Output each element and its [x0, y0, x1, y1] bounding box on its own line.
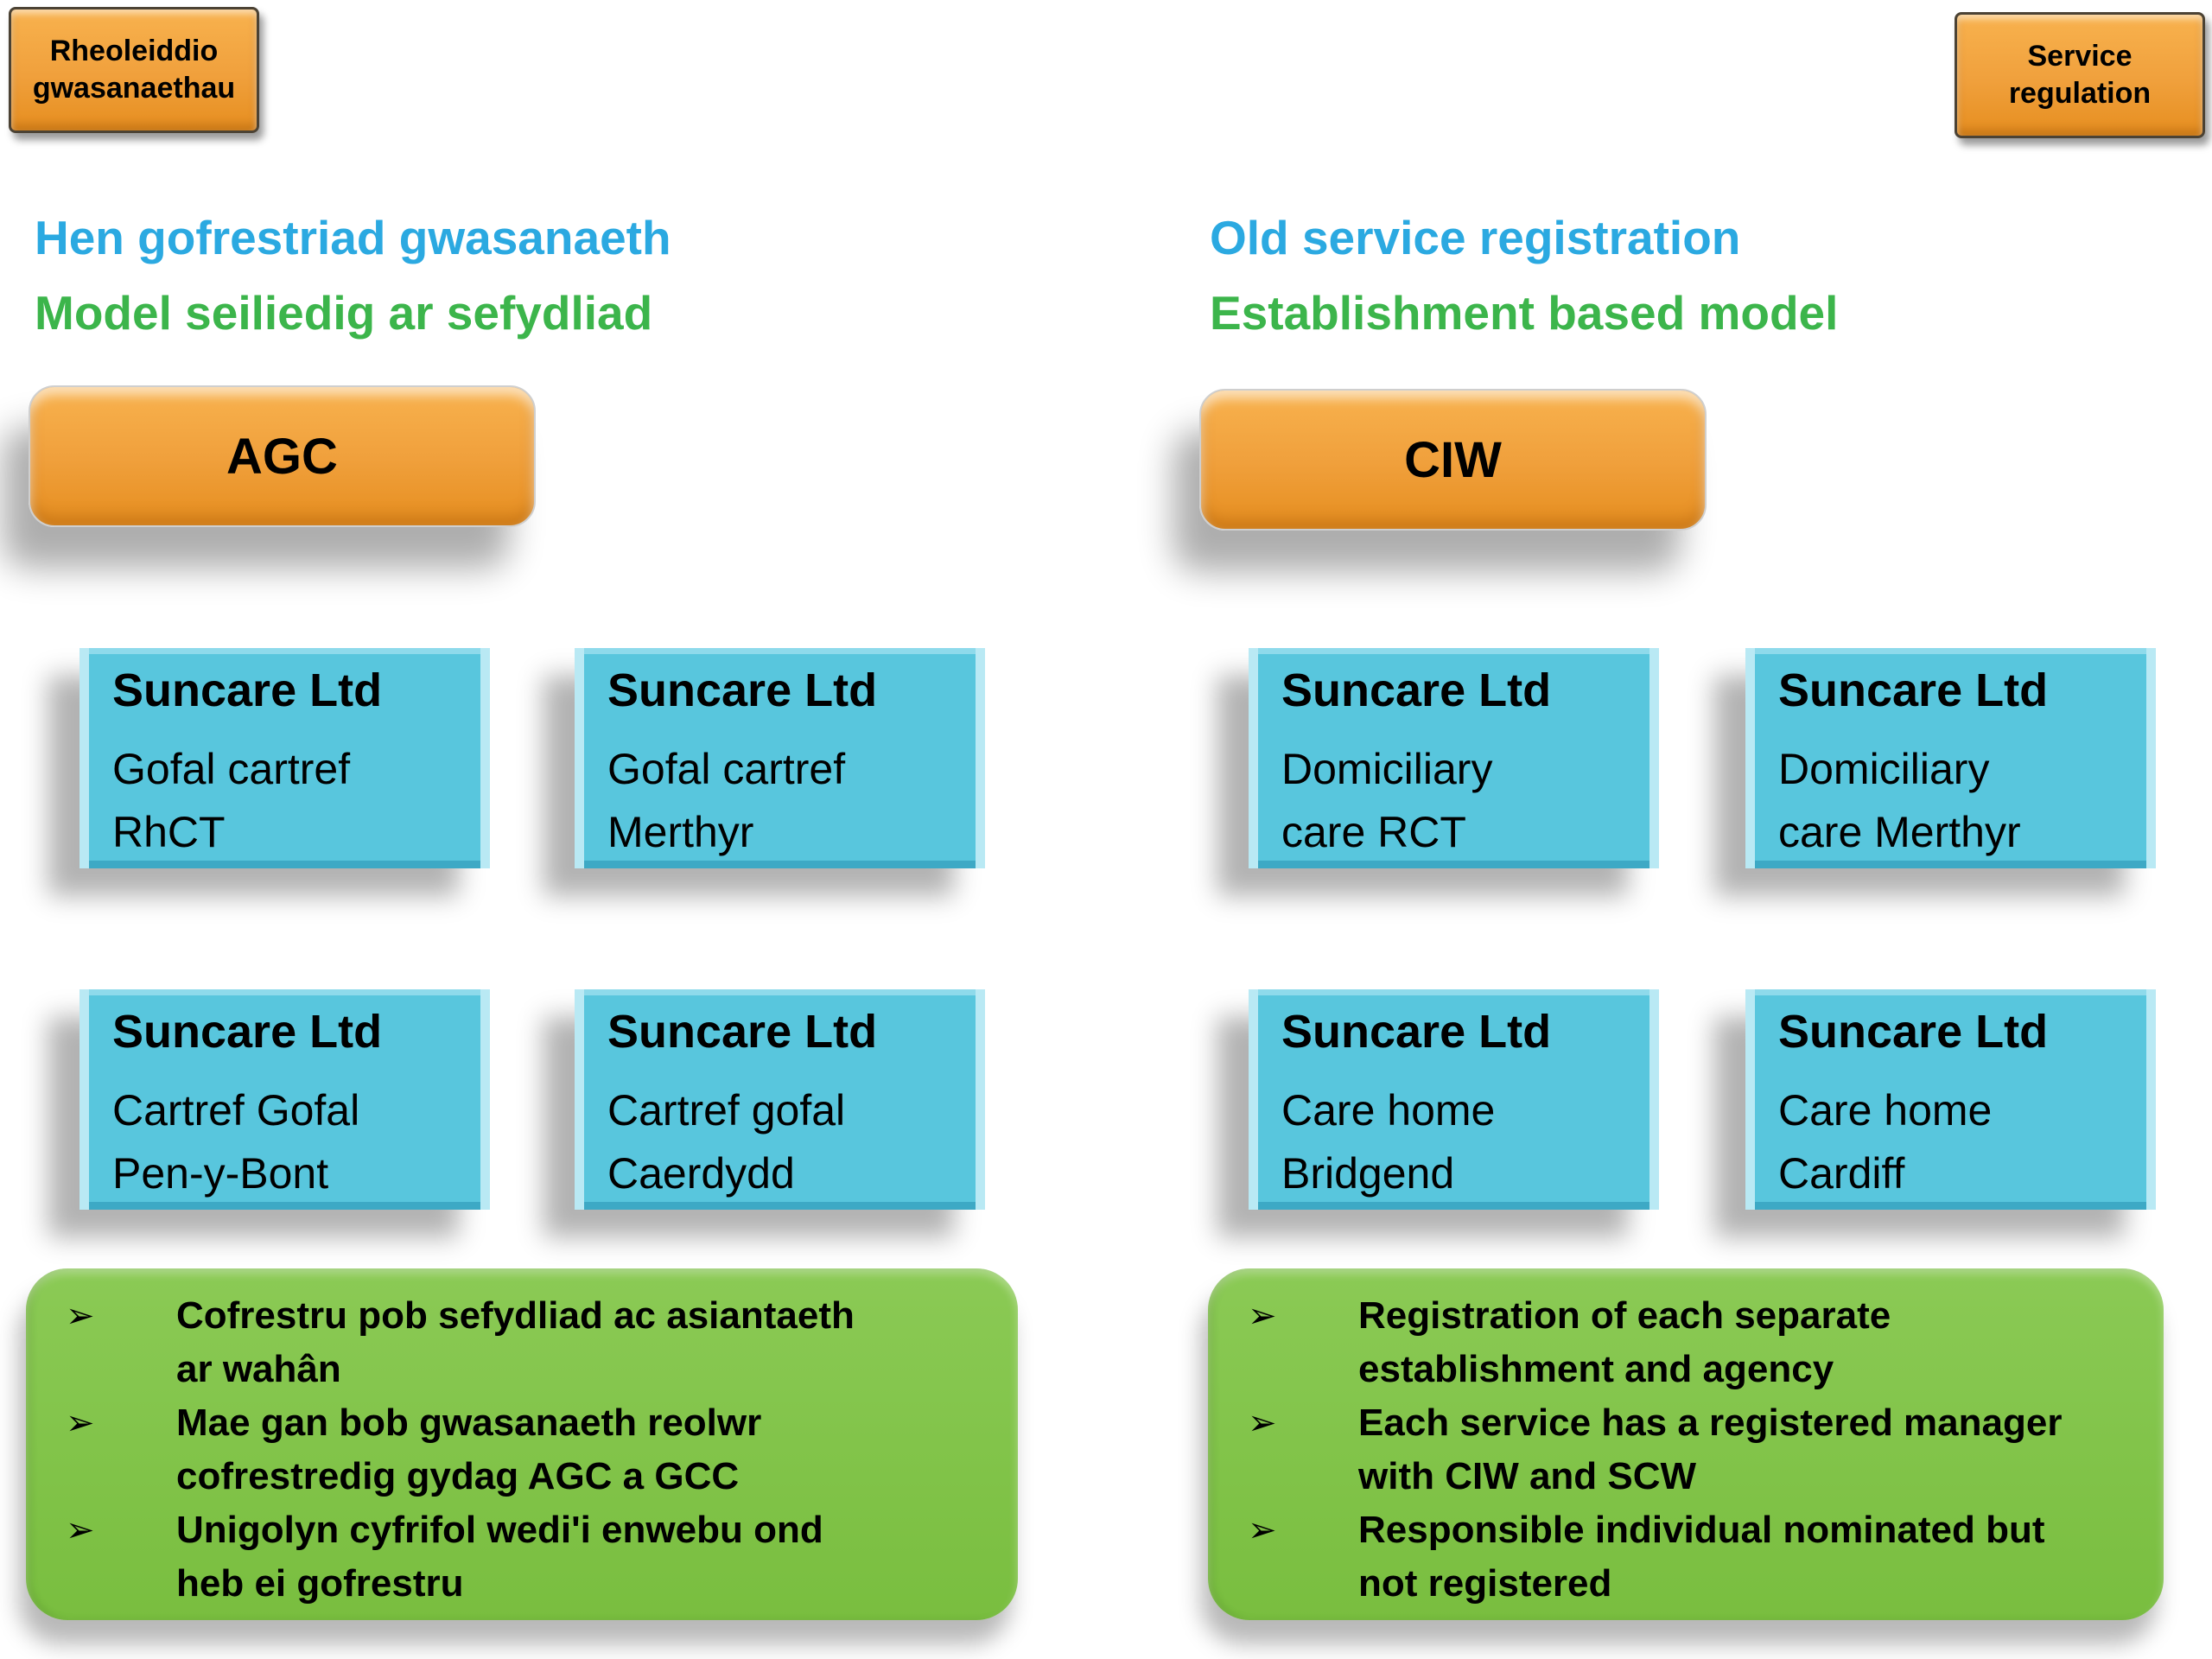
bullet-arrow-icon: ➢: [1248, 1296, 1277, 1336]
note-line: cofrestredig gydag AGC a GCC: [176, 1455, 740, 1497]
provider-box-title: Suncare Ltd: [112, 664, 383, 716]
left-column-heading: Hen gofrestriad gwasanaeth Model seilied…: [35, 200, 671, 351]
provider-box-line: care RCT: [1281, 808, 1466, 856]
regulator-pill-agc-label: AGC: [226, 428, 338, 485]
note-line: Cofrestru pob sefydliad ac asiantaeth: [176, 1294, 855, 1337]
note-text: Responsible individual nominated but not…: [1358, 1503, 2045, 1611]
note-line: heb ei gofrestru: [176, 1562, 464, 1605]
left-heading-old-registration: Hen gofrestriad gwasanaeth: [35, 211, 671, 264]
regulator-pill-ciw: CIW: [1199, 389, 1707, 531]
provider-box-line: Pen-y-Bont: [112, 1149, 329, 1198]
provider-box-line: Merthyr: [607, 808, 754, 856]
note-bullet: ➢ Unigolyn cyfrifol wedi'i enwebu ond he…: [66, 1503, 995, 1611]
regulator-pill-ciw-label: CIW: [1404, 431, 1502, 488]
bullet-arrow-icon: ➢: [66, 1510, 95, 1550]
provider-box-cartref-gofal-penybont: Suncare Ltd Cartref Gofal Pen-y-Bont: [79, 989, 490, 1210]
welsh-tag-line2: gwasanaethau: [32, 72, 236, 105]
note-line: Registration of each separate: [1358, 1294, 1891, 1337]
provider-box-line: Cardiff: [1778, 1149, 1905, 1198]
english-tag-badge: Service regulation: [1955, 12, 2205, 138]
provider-box-line: Gofal cartref: [112, 745, 351, 793]
provider-box-title: Suncare Ltd: [1778, 664, 2049, 716]
bullet-arrow-icon: ➢: [66, 1296, 95, 1336]
provider-box-title: Suncare Ltd: [1281, 1006, 1552, 1058]
left-notes-panel: ➢ Cofrestru pob sefydliad ac asiantaeth …: [26, 1268, 1018, 1620]
welsh-tag-line1: Rheoleiddio: [49, 35, 219, 67]
bullet-arrow-icon: ➢: [1248, 1403, 1277, 1443]
note-text: Cofrestru pob sefydliad ac asiantaeth ar…: [176, 1289, 855, 1396]
note-bullet: ➢ Registration of each separate establis…: [1248, 1289, 2141, 1396]
provider-box-care-home-cardiff: Suncare Ltd Care home Cardiff: [1745, 989, 2156, 1210]
provider-box-line: Care home: [1281, 1086, 1496, 1135]
left-heading-model: Model seiliedig ar sefydliad: [35, 286, 653, 340]
note-line: establishment and agency: [1358, 1348, 1834, 1390]
note-line: Unigolyn cyfrifol wedi'i enwebu ond: [176, 1509, 823, 1551]
provider-box-line: Cartref Gofal: [112, 1086, 360, 1135]
provider-box-line: Cartref gofal: [607, 1086, 846, 1135]
provider-box-domiciliary-rct: Suncare Ltd Domiciliary care RCT: [1249, 648, 1659, 868]
note-bullet: ➢ Each service has a registered manager …: [1248, 1396, 2141, 1503]
regulator-pill-agc: AGC: [29, 385, 536, 527]
right-heading-model: Establishment based model: [1210, 286, 1839, 340]
provider-box-line: Domiciliary: [1778, 745, 1990, 793]
note-bullet: ➢ Cofrestru pob sefydliad ac asiantaeth …: [66, 1289, 995, 1396]
provider-box-line: Caerdydd: [607, 1149, 795, 1198]
provider-box-line: Bridgend: [1281, 1149, 1455, 1198]
provider-box-gofal-cartref-merthyr: Suncare Ltd Gofal cartref Merthyr: [575, 648, 985, 868]
provider-box-line: care Merthyr: [1778, 808, 2021, 856]
welsh-tag-badge: Rheoleiddio gwasanaethau: [9, 7, 259, 133]
provider-box-cartref-gofal-caerdydd: Suncare Ltd Cartref gofal Caerdydd: [575, 989, 985, 1210]
provider-box-title: Suncare Ltd: [607, 664, 878, 716]
right-heading-old-registration: Old service registration: [1210, 211, 1741, 264]
provider-box-title: Suncare Ltd: [1281, 664, 1552, 716]
note-text: Each service has a registered manager wi…: [1358, 1396, 2062, 1503]
note-line: with CIW and SCW: [1358, 1455, 1697, 1497]
note-bullet: ➢ Responsible individual nominated but n…: [1248, 1503, 2141, 1611]
note-line: Each service has a registered manager: [1358, 1402, 2063, 1444]
provider-box-title: Suncare Ltd: [1778, 1006, 2049, 1058]
right-column-heading: Old service registration Establishment b…: [1210, 200, 1838, 351]
english-tag-line2: regulation: [2008, 77, 2152, 110]
provider-box-domiciliary-merthyr: Suncare Ltd Domiciliary care Merthyr: [1745, 648, 2156, 868]
note-text: Mae gan bob gwasanaeth reolwr cofrestred…: [176, 1396, 761, 1503]
note-line: ar wahân: [176, 1348, 341, 1390]
provider-box-title: Suncare Ltd: [112, 1006, 383, 1058]
provider-box-line: Gofal cartref: [607, 745, 846, 793]
note-bullet: ➢ Mae gan bob gwasanaeth reolwr cofrestr…: [66, 1396, 995, 1503]
note-text: Unigolyn cyfrifol wedi'i enwebu ond heb …: [176, 1503, 823, 1611]
provider-box-line: RhCT: [112, 808, 226, 856]
note-text: Registration of each separate establishm…: [1358, 1289, 1891, 1396]
bullet-arrow-icon: ➢: [66, 1403, 95, 1443]
provider-box-title: Suncare Ltd: [607, 1006, 878, 1058]
note-line: not registered: [1358, 1562, 1612, 1605]
provider-box-care-home-bridgend: Suncare Ltd Care home Bridgend: [1249, 989, 1659, 1210]
note-line: Responsible individual nominated but: [1358, 1509, 2045, 1551]
provider-box-gofal-cartref-rhct: Suncare Ltd Gofal cartref RhCT: [79, 648, 490, 868]
bullet-arrow-icon: ➢: [1248, 1510, 1277, 1550]
provider-box-line: Domiciliary: [1281, 745, 1493, 793]
english-tag-line1: Service: [2027, 40, 2133, 73]
note-line: Mae gan bob gwasanaeth reolwr: [176, 1402, 762, 1444]
provider-box-line: Care home: [1778, 1086, 1993, 1135]
right-notes-panel: ➢ Registration of each separate establis…: [1208, 1268, 2164, 1620]
